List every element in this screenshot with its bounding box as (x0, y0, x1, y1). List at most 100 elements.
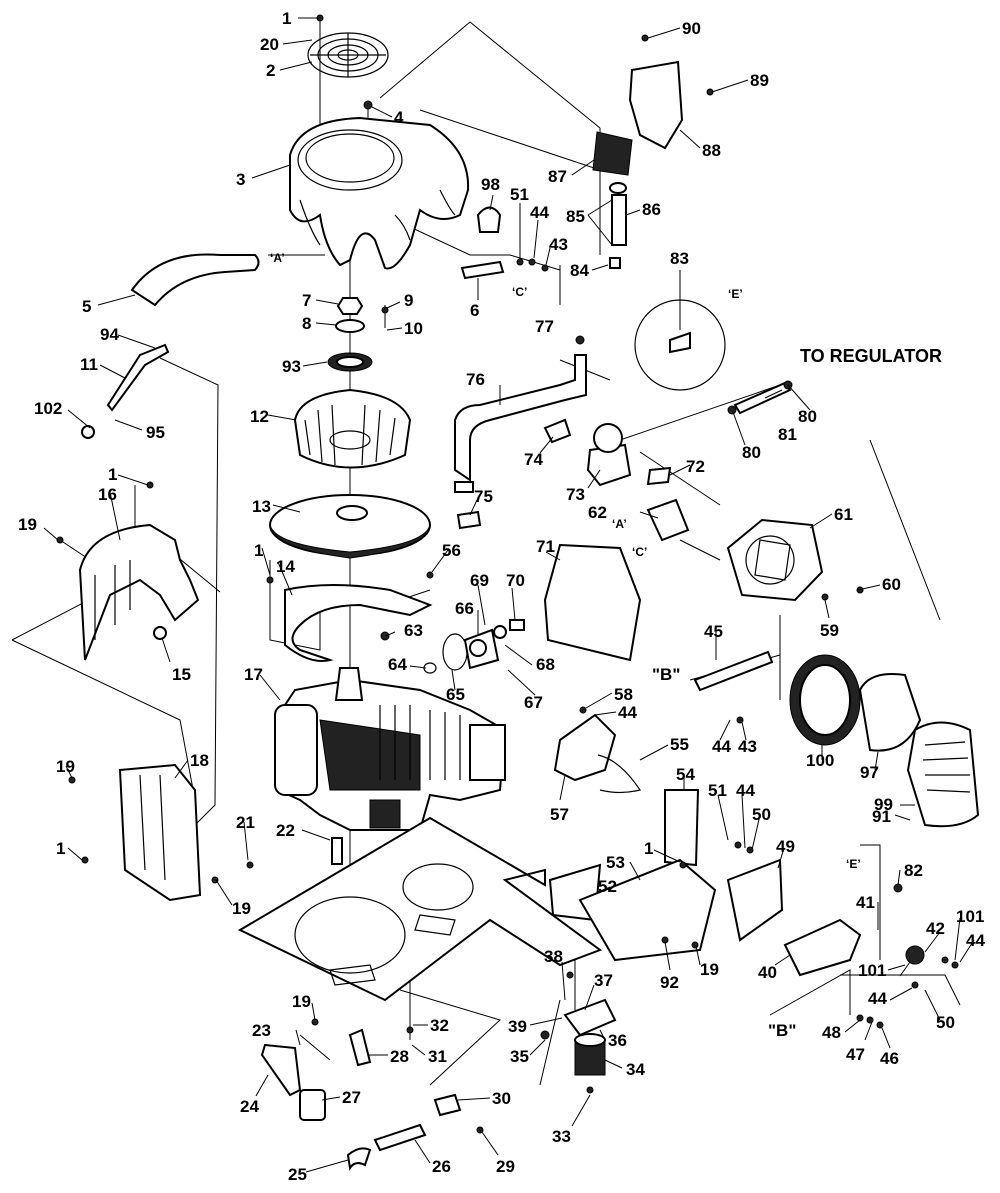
fan (293, 388, 412, 469)
callout-80a: 80 (798, 407, 817, 426)
callout-41: 41 (856, 893, 875, 912)
elbow-62 (646, 498, 690, 542)
callout-56: 56 (442, 541, 461, 560)
callout-86: 86 (642, 200, 661, 219)
callout-36: 36 (608, 1031, 627, 1050)
callout-44c: 44 (712, 737, 731, 756)
air-cleaner-cover-99 (906, 721, 980, 828)
callout-labels: 1 20 2 4 3 90 89 88 87 98 51 44 85 86 43… (18, 9, 985, 1184)
callout-19a: 19 (18, 515, 37, 534)
callout-32: 32 (430, 1016, 449, 1035)
callout-50b: 50 (936, 1013, 955, 1032)
callout-74: 74 (524, 450, 543, 469)
flywheel-nut (327, 297, 373, 372)
ref-a-mid: ‘A’ (612, 517, 627, 531)
callout-13: 13 (252, 497, 271, 516)
callout-62: 62 (588, 503, 607, 522)
callout-25: 25 (288, 1165, 307, 1184)
callout-20: 20 (260, 35, 279, 54)
callout-89: 89 (750, 71, 769, 90)
callout-45: 45 (704, 622, 723, 641)
callout-1d: 1 (56, 839, 65, 858)
callout-102: 102 (34, 399, 62, 418)
ref-b-mid: "B" (652, 665, 680, 684)
air-cleaner-base (726, 518, 824, 602)
to-regulator-note: TO REGULATOR (800, 346, 942, 366)
callout-19c: 19 (232, 899, 251, 918)
callout-19b: 19 (56, 757, 75, 776)
callout-76: 76 (466, 370, 485, 389)
callout-95: 95 (146, 423, 165, 442)
callout-71: 71 (536, 537, 555, 556)
callout-85: 85 (566, 207, 585, 226)
element-100 (789, 654, 861, 746)
callout-80b: 80 (742, 443, 761, 462)
callout-4: 4 (394, 108, 404, 127)
ref-e-top: ‘E’ (728, 287, 743, 301)
callout-33: 33 (552, 1127, 571, 1146)
side-shroud-16 (78, 523, 200, 661)
callout-90: 90 (682, 19, 701, 38)
callout-31: 31 (428, 1047, 447, 1066)
callout-15: 15 (172, 665, 191, 684)
callout-61: 61 (834, 505, 853, 524)
callout-1: 1 (282, 9, 291, 28)
callout-44d: 44 (736, 781, 755, 800)
spark-plug (331, 837, 343, 865)
precleaner-97 (858, 673, 922, 752)
callout-49: 49 (776, 837, 795, 856)
callout-68: 68 (536, 655, 555, 674)
callout-22: 22 (276, 821, 295, 840)
callout-81: 81 (778, 425, 797, 444)
callout-26: 26 (432, 1157, 451, 1176)
callout-34: 34 (626, 1060, 645, 1079)
callout-12: 12 (250, 407, 269, 426)
callout-84: 84 (570, 261, 589, 280)
drain-hose (260, 1028, 462, 1171)
callout-60: 60 (882, 575, 901, 594)
callout-27: 27 (342, 1088, 361, 1107)
callout-77: 77 (535, 317, 554, 336)
callout-18: 18 (190, 751, 209, 770)
callout-5: 5 (82, 297, 91, 316)
callout-43b: 43 (738, 737, 757, 756)
ref-a-top: ‘A’ (270, 251, 285, 265)
callout-19d: 19 (700, 960, 719, 979)
callout-91: 91 (872, 807, 891, 826)
fuel-filter (592, 131, 633, 269)
callout-97: 97 (860, 763, 879, 782)
callout-19e: 19 (292, 992, 311, 1011)
callout-7: 7 (302, 291, 311, 310)
callout-98: 98 (481, 175, 500, 194)
callout-46: 46 (880, 1049, 899, 1068)
callout-39: 39 (508, 1017, 527, 1036)
callout-72: 72 (686, 457, 705, 476)
callout-37: 37 (594, 971, 613, 990)
callout-29: 29 (496, 1157, 515, 1176)
callout-44b: 44 (618, 703, 637, 722)
callout-82: 82 (904, 861, 923, 880)
callout-leaders (43, 17, 975, 1173)
callout-55: 55 (670, 735, 689, 754)
shield-71 (543, 543, 642, 662)
ref-c-mid: ‘C’ (632, 545, 647, 559)
linkage-rod-6 (460, 260, 505, 280)
filter-guard (628, 60, 684, 150)
callout-30: 30 (492, 1089, 511, 1108)
callout-1c: 1 (254, 541, 263, 560)
callout-99: 99 (874, 795, 893, 814)
air-duct-tube (130, 253, 260, 307)
callout-53: 53 (606, 853, 625, 872)
callout-75: 75 (474, 487, 493, 506)
callout-16: 16 (98, 485, 117, 504)
callout-101a: 101 (956, 907, 984, 926)
base-plate (237, 816, 603, 1002)
callout-59: 59 (820, 621, 839, 640)
callout-35: 35 (510, 1047, 529, 1066)
flywheel (269, 494, 431, 559)
callout-44f: 44 (868, 989, 887, 1008)
callout-3: 3 (236, 170, 245, 189)
callout-1b: 1 (108, 465, 117, 484)
callout-73: 73 (566, 485, 585, 504)
carb-gasket (423, 633, 468, 674)
